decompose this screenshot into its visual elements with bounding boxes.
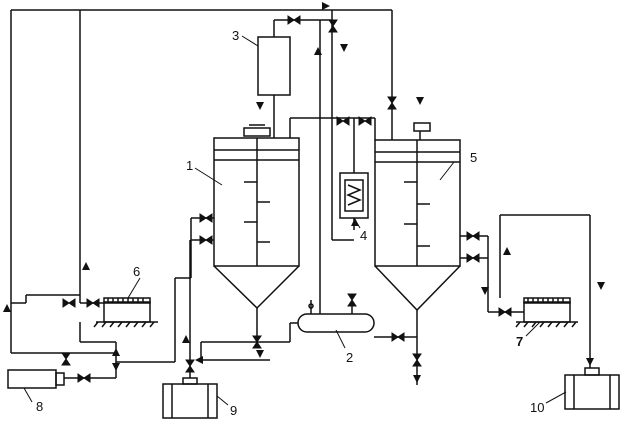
label-pump-6: 6 (133, 264, 140, 279)
label-heat-exchanger-4: 4 (360, 228, 367, 243)
pump-7 (515, 297, 578, 328)
tank-10 (564, 367, 620, 410)
label-compressor-8: 8 (36, 399, 43, 414)
leader-lines (23, 35, 567, 406)
label-tank-2: 2 (346, 350, 353, 365)
tank-9 (162, 377, 218, 419)
tank-2 (297, 300, 375, 333)
flow-arrows (3, 2, 605, 383)
label-reactor-1: 1 (186, 158, 193, 173)
pump-6 (93, 297, 158, 328)
valves (61, 15, 512, 383)
component-labels: 1 2 3 4 5 6 7 8 9 10 (36, 28, 544, 418)
tank-3 (257, 19, 332, 96)
label-tank-3: 3 (232, 28, 239, 43)
label-tank-9: 9 (230, 403, 237, 418)
reactor-5 (374, 122, 461, 322)
reactor-1 (213, 124, 300, 322)
label-pump-7: 7 (516, 334, 523, 349)
label-reactor-5: 5 (470, 150, 477, 165)
label-tank-10: 10 (530, 400, 544, 415)
compressor-8 (7, 369, 65, 389)
